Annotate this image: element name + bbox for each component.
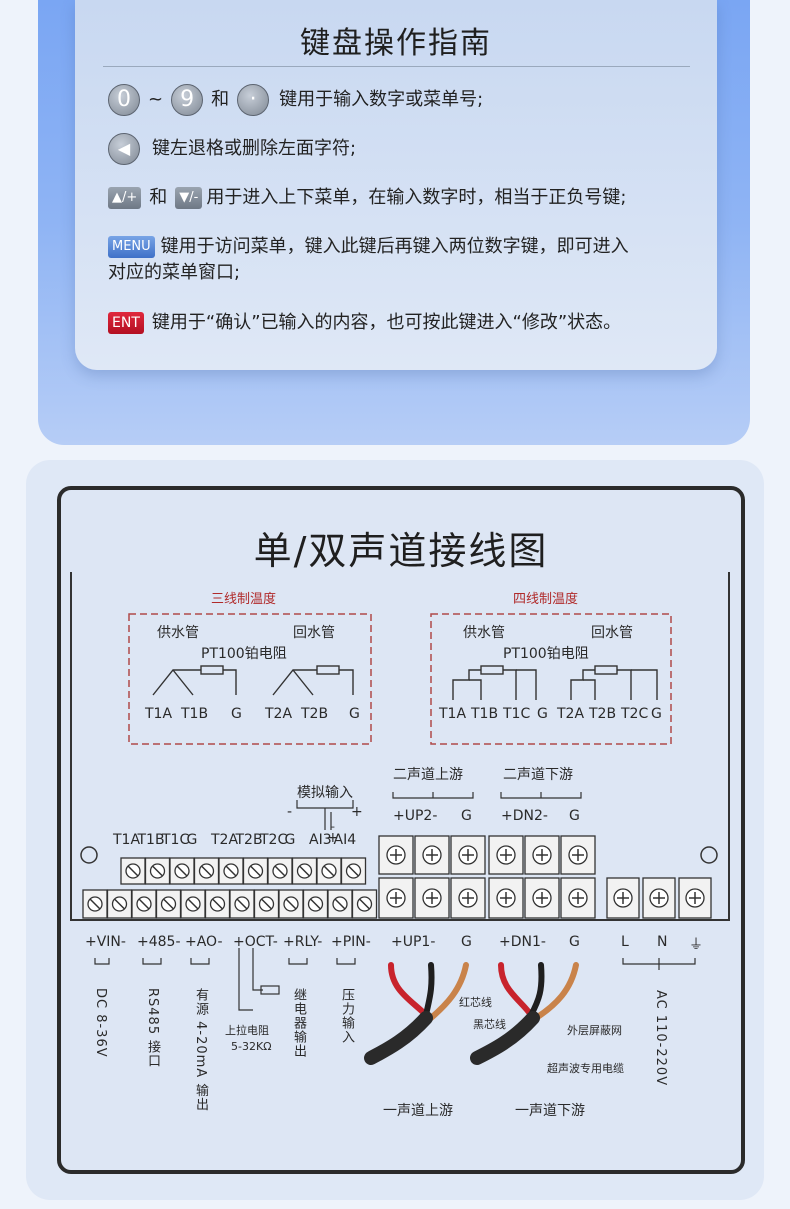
ac-voltage-label: AC 110-220V — [653, 990, 668, 1087]
wiring-diagram: 单/双声道接线图 — [57, 486, 745, 1174]
upper-terminal-label: G — [186, 832, 198, 848]
lower-terminal-label: G — [569, 934, 580, 950]
upper-terminal-label: AI4 — [333, 832, 357, 848]
upper-terminal-label: T1C — [162, 832, 190, 848]
key-dot-icon: · — [237, 84, 270, 116]
analog-bracket — [296, 800, 354, 830]
upper-terminal-label: T1B — [137, 832, 165, 848]
black-wire-label: 黑芯线 — [473, 1018, 506, 1031]
upper-terminal-label: T1A — [113, 832, 141, 848]
lower-terminal-label: +OCT- — [233, 934, 278, 950]
guide-row-backspace: ◀键左退格或删除左面字符; — [108, 133, 356, 165]
three-wire-sensors — [152, 665, 354, 696]
lower-terminal-label: +VIN- — [85, 934, 126, 950]
three-wire-title: 三线制温度 — [211, 592, 277, 607]
four-wire-box — [430, 613, 672, 745]
lower-terminal-label: +AO- — [185, 934, 223, 950]
enclosure-outline — [70, 572, 730, 921]
ao-output-label: 有源 4-20mA 输出 — [193, 988, 208, 1112]
power-terminal-2 — [678, 877, 712, 919]
wiring-drawing — [70, 572, 730, 1065]
four-wire-return: 回水管 — [591, 625, 633, 641]
three-wire-pt100: PT100铂电阻 — [201, 646, 287, 662]
guide-row-updown: ▲/+和▼/-用于进入上下菜单，在输入数字时，相当于正负号键; — [108, 185, 626, 211]
ch1-up-label: 一声道上游 — [383, 1103, 453, 1119]
lower-terminal-label: +PIN- — [331, 934, 371, 950]
power-terminal-1 — [642, 877, 676, 919]
guide-divider — [103, 66, 690, 67]
terminal-blocks — [82, 835, 712, 919]
ch2-brackets — [392, 792, 582, 799]
dc-voltage-label: DC 8-36V — [93, 988, 108, 1058]
lower-terminal-11 — [351, 889, 378, 919]
upper-terminal-label: T2C — [260, 832, 288, 848]
cables — [364, 962, 579, 1065]
upper-terminal-label: G — [284, 832, 296, 848]
ch1-terminal-5 — [560, 877, 596, 919]
key-0-icon: 0 — [108, 84, 140, 116]
key-9-icon: 9 — [171, 84, 204, 116]
lower-terminal-label: L — [621, 934, 629, 950]
analog-input-label: 模拟输入 — [297, 785, 353, 801]
lower-terminal-label: +485- — [137, 934, 181, 950]
shield-label: 外层屏蔽网 — [567, 1024, 622, 1037]
ch2-down-label: 二声道下游 — [503, 767, 573, 783]
guide-title: 键盘操作指南 — [300, 26, 492, 61]
lower-terminal-3 — [155, 889, 182, 919]
upper-terminal-8 — [316, 857, 342, 885]
four-wire-pt100: PT100铂电阻 — [503, 646, 589, 662]
lower-brackets — [94, 948, 696, 1011]
lower-terminal-label: G — [461, 934, 472, 950]
ch1-terminal-3 — [488, 877, 524, 919]
down-key-icon: ▼/- — [175, 187, 203, 209]
three-wire-return: 回水管 — [293, 625, 335, 641]
ent-key-icon: ENT — [108, 312, 144, 334]
upper-terminal-label: T2B — [235, 832, 263, 848]
ch2-up-label: 二声道上游 — [393, 767, 463, 783]
lower-terminal-label: +UP1- — [391, 934, 436, 950]
relay-output-label: 继电器输出 — [291, 988, 306, 1058]
mount-hole-right — [700, 846, 718, 864]
three-wire-supply: 供水管 — [157, 625, 199, 641]
lower-terminal-label: N — [657, 934, 668, 950]
lower-terminal-label: ⏚ — [689, 937, 703, 953]
lower-terminal-label: +RLY- — [283, 934, 323, 950]
upper-terminal-label: AI3 — [309, 832, 332, 848]
menu-key-icon: MENU — [108, 236, 155, 258]
up-key-icon: ▲/+ — [108, 187, 142, 209]
cable-label: 超声波专用电缆 — [547, 1062, 624, 1075]
four-wire-title: 四线制温度 — [513, 592, 579, 607]
pressure-input-label: 压力输入 — [339, 988, 354, 1044]
red-wire-label: 红芯线 — [459, 996, 492, 1009]
four-wire-sensors — [452, 665, 658, 700]
three-wire-box — [128, 613, 372, 745]
lower-terminal-label: +DN1- — [499, 934, 546, 950]
diagram-title: 单/双声道接线图 — [253, 529, 549, 573]
mount-hole-left — [80, 846, 98, 864]
pullup-label: 上拉电阻 — [225, 1024, 269, 1037]
four-wire-supply: 供水管 — [463, 625, 505, 641]
ch1-down-label: 一声道下游 — [515, 1103, 585, 1119]
upper-terminal-label: T2A — [211, 832, 239, 848]
rs485-label: RS485 接口 — [145, 988, 160, 1069]
back-key-icon: ◀ — [108, 133, 140, 165]
pullup-range: 5-32KΩ — [231, 1040, 272, 1053]
